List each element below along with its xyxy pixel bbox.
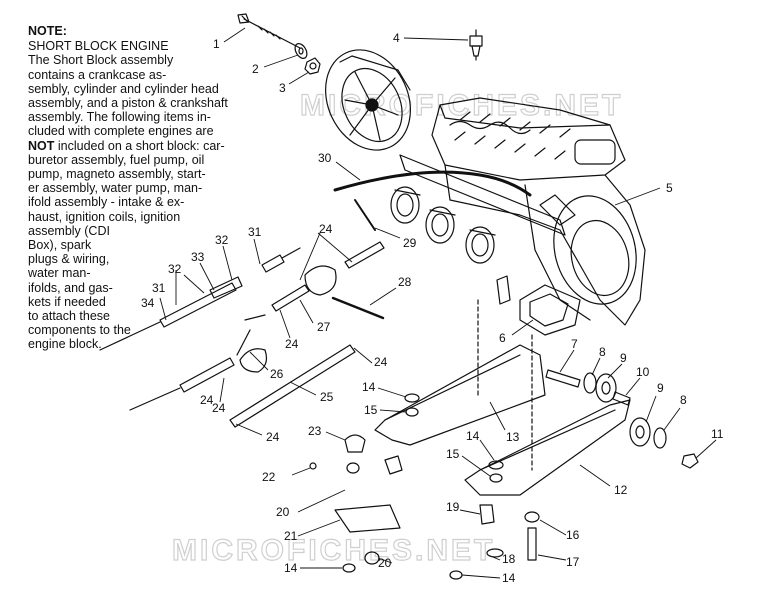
callout-20a: 20 xyxy=(276,505,290,519)
callout-24a: 24 xyxy=(319,222,333,236)
note-line: Box), spark xyxy=(28,238,92,253)
callout-22: 22 xyxy=(262,470,276,484)
callout-17: 17 xyxy=(566,555,580,569)
callout-5: 5 xyxy=(666,181,673,195)
callout-11: 11 xyxy=(711,427,724,441)
callout-29: 29 xyxy=(403,236,417,250)
note-line: components to the xyxy=(28,323,131,338)
watermark-bottom: MICROFICHES.NET xyxy=(172,534,495,567)
watermark-top: MICROFICHES.NET xyxy=(300,89,623,122)
callout-24b: 24 xyxy=(285,337,299,351)
note-line: contains a crankcase as- xyxy=(28,67,167,82)
small-hardware xyxy=(309,393,540,580)
callout-14c: 14 xyxy=(502,571,516,585)
callout-32a: 32 xyxy=(215,233,229,247)
callout-24e: 24 xyxy=(266,430,280,444)
note-line: buretor assembly, fuel pump, oil xyxy=(28,152,205,167)
callout-4: 4 xyxy=(393,31,400,45)
callout-21: 21 xyxy=(284,529,298,543)
washer-part-2 xyxy=(294,43,308,59)
callout-15a: 15 xyxy=(364,403,378,417)
note-title: NOTE: xyxy=(28,24,67,38)
note-line: kets if needed xyxy=(28,294,106,309)
callout-14d: 14 xyxy=(284,561,298,575)
callout-19: 19 xyxy=(446,500,460,514)
hardware-7-11 xyxy=(545,369,699,469)
callout-24c: 24 xyxy=(374,355,388,369)
note-line: er assembly, water pump, man- xyxy=(28,181,203,196)
note-line: sembly, cylinder and cylinder head xyxy=(28,81,219,96)
note-line: ifolds, and gas- xyxy=(28,280,113,295)
bracket-part-6 xyxy=(496,275,581,336)
intake-manifold xyxy=(390,154,566,264)
callout-9: 9 xyxy=(620,351,627,365)
callout-14b: 14 xyxy=(466,429,480,443)
callout-1: 1 xyxy=(213,37,220,51)
nut-part-3 xyxy=(304,57,321,75)
note-line: The Short Block assembly xyxy=(28,53,174,68)
shaft-group-31-34 xyxy=(99,247,301,351)
note-line: plugs & wiring, xyxy=(28,252,110,267)
note-line: pump, magneto assembly, start- xyxy=(28,167,206,182)
note-line: water man- xyxy=(28,266,91,281)
callout-34: 34 xyxy=(141,296,155,310)
callout-30: 30 xyxy=(318,151,332,165)
callout-7: 7 xyxy=(571,337,578,351)
plate-part-12 xyxy=(464,334,631,496)
note-line: NOT included on a short block: car- xyxy=(28,138,225,153)
note-line: assembly. The following items in- xyxy=(28,110,211,125)
callout-13: 13 xyxy=(506,430,520,444)
callout-12: 12 xyxy=(614,483,628,497)
callout-2: 2 xyxy=(252,62,259,76)
leader-lines xyxy=(159,27,717,579)
callout-3: 3 xyxy=(279,81,286,95)
callout-10: 10 xyxy=(636,365,650,379)
callout-31b: 31 xyxy=(152,281,166,295)
long-shafts-25-26 xyxy=(129,344,356,428)
callout-23: 23 xyxy=(308,424,322,438)
callout-31a: 31 xyxy=(248,225,262,239)
callout-24f: 24 xyxy=(200,393,214,407)
shaft-group-24 xyxy=(236,241,385,373)
callout-27: 27 xyxy=(317,320,331,334)
plate-part-13 xyxy=(374,299,546,446)
note-line: haust, ignition coils, ignition xyxy=(28,209,181,224)
callout-15b: 15 xyxy=(446,447,460,461)
note-line: assembly (CDI xyxy=(28,223,110,238)
cable-part-30 xyxy=(333,170,532,197)
short-block-note: NOTE: SHORT BLOCK ENGINE The Short Block… xyxy=(28,24,260,352)
callout-6: 6 xyxy=(499,331,506,345)
note-line: to attach these xyxy=(28,309,111,324)
callout-32b: 32 xyxy=(168,262,182,276)
callout-26: 26 xyxy=(270,367,284,381)
callout-24d: 24 xyxy=(212,401,226,415)
note-line: assembly, and a piston & crankshaft xyxy=(28,96,228,111)
callout-33: 33 xyxy=(191,250,205,264)
engine-block xyxy=(431,97,646,326)
callout-8: 8 xyxy=(599,345,606,359)
rod-part-28 xyxy=(331,296,385,320)
callout-20b: 20 xyxy=(378,556,392,570)
note-line: engine block. xyxy=(28,337,102,352)
note-line: SHORT BLOCK ENGINE xyxy=(28,39,169,54)
note-line: ifold assembly - intake & ex- xyxy=(28,195,185,210)
callout-8b: 8 xyxy=(680,393,687,407)
note-line: cluded with complete engines are xyxy=(28,124,214,139)
callout-16: 16 xyxy=(566,528,580,542)
recoil-starter-housing xyxy=(325,49,411,151)
spark-plug-part-4 xyxy=(469,29,483,61)
callout-9b: 9 xyxy=(657,381,664,395)
callout-18: 18 xyxy=(502,552,516,566)
callout-numbers: 1 2 3 4 5 6 7 8 9 10 9 8 11 12 13 14 15 … xyxy=(141,31,724,585)
callout-28: 28 xyxy=(398,275,412,289)
callout-14a: 14 xyxy=(362,380,376,394)
bolt-part-1 xyxy=(237,13,301,49)
callout-25: 25 xyxy=(320,390,334,404)
rod-part-29 xyxy=(354,199,376,231)
